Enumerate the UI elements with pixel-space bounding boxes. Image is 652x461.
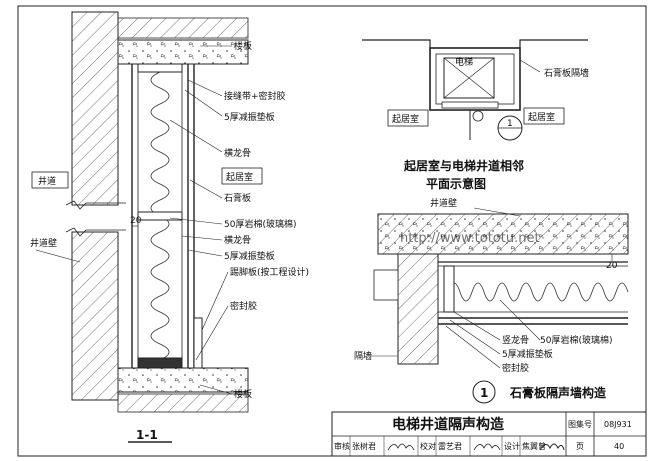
signature-mark [387, 443, 415, 451]
label-joint-tape: 接缝带+密封胶 [224, 90, 286, 102]
signature-mark-3 [539, 443, 565, 451]
title-block: 电梯井道隔声构造 图集号 08J931 审核 张树君 校对 雷艺君 设计 焦翼曾… [331, 411, 647, 457]
label-cross-keel-top: 横龙骨 [224, 147, 251, 159]
label-partition-wall: 隔墙 [354, 350, 372, 362]
label-rock-wool: 50厚岩棉(玻璃棉) [224, 218, 296, 230]
page-number: 40 [614, 442, 624, 451]
label-dim-20-left: 20 [130, 216, 142, 226]
check-label: 校对 [420, 441, 436, 451]
label-damping-pad-mid: 5厚减振垫板 [224, 250, 275, 262]
detail-number: 1 [480, 386, 488, 400]
label-skirting: 踢脚板(按工程设计) [230, 266, 309, 278]
label-floor-slab-bottom: 楼板 [234, 388, 252, 400]
section-1-1: 楼板 接缝带+密封胶 5厚减振垫板 横龙骨 起居室 井道 石膏板 50厚岩棉(玻… [30, 11, 309, 443]
design-label: 设计 [504, 441, 520, 451]
label-rock-wool-right: 50厚岩棉(玻璃棉) [540, 334, 612, 346]
elevator-car [443, 57, 495, 99]
label-living-room-b: 起居室 [528, 111, 555, 123]
plan-title-line1: 起居室与电梯井道相邻 [403, 158, 524, 173]
floor-slab-bottom [117, 367, 249, 393]
label-cross-keel-mid: 横龙骨 [224, 234, 251, 246]
label-elevator: 电梯 [455, 56, 473, 68]
label-shaft-wall-left: 井道壁 [30, 237, 57, 249]
atlas-label: 图集号 [568, 419, 592, 429]
detail-1: 井道壁 20 竖龙骨 50厚岩棉(玻璃棉) 5厚减振垫板 密封胶 隔墙 1 石膏… [354, 197, 629, 404]
label-partition: 石膏板隔墙 [544, 67, 589, 79]
section-mark: 1-1 [136, 428, 158, 442]
label-vert-keel: 竖龙骨 [502, 334, 529, 346]
detail-title: 石膏板隔声墙构造 [509, 385, 607, 400]
watermark: http://www.tototu.net [400, 231, 540, 246]
callout-number: 1 [507, 119, 513, 129]
label-living-room-left: 起居室 [226, 171, 253, 183]
label-living-room-a: 起居室 [392, 113, 419, 125]
sheet-title: 电梯井道隔声构造 [392, 416, 504, 433]
shaft-wall-lower [71, 231, 119, 401]
label-dim-20-right: 20 [606, 261, 618, 271]
page-label: 页 [576, 442, 584, 451]
label-shaft-wall-right: 井道壁 [430, 197, 457, 209]
designer-name: 焦翼曾 [522, 441, 546, 451]
review-label: 审核 [334, 441, 350, 451]
label-shaft: 井道 [38, 175, 56, 187]
signature-mark-2 [473, 443, 501, 451]
label-floor-slab-top: 楼板 [234, 40, 252, 52]
label-sealant-left: 密封胶 [230, 300, 257, 312]
atlas-number: 08J931 [604, 420, 632, 429]
checker-name: 雷艺君 [438, 442, 462, 451]
label-damping-pad-right: 5厚减振垫板 [502, 348, 553, 360]
label-gypsum-board: 石膏板 [224, 192, 251, 204]
plan-diagram: 电梯 石膏板隔墙 起居室 起居室 1 起居室与电梯井道相邻 平面示意图 [362, 39, 589, 191]
label-damping-pad-top: 5厚减振垫板 [224, 111, 275, 123]
label-sealant-right: 密封胶 [502, 362, 529, 374]
plan-title-line2: 平面示意图 [426, 176, 486, 191]
shaft-wall-upper [71, 11, 119, 206]
reviewer-name: 张树君 [352, 441, 376, 451]
floor-slab-top [117, 39, 249, 65]
